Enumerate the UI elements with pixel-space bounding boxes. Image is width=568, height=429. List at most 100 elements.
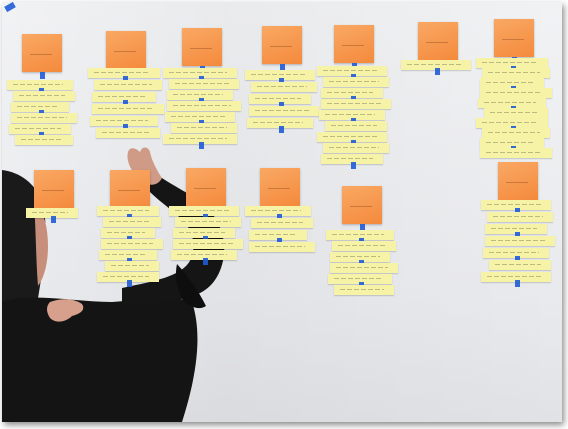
note-strip [251,218,313,228]
handwriting-mark [268,182,290,189]
note-strip [249,230,307,240]
note-strip [94,80,162,90]
note-strip [97,272,159,282]
note-strip [163,68,237,78]
note-strip [321,88,383,98]
tape-piece [277,214,282,221]
sticky-note [418,22,458,60]
handwriting-mark [342,39,364,46]
note-strip [485,236,555,246]
note-strip [325,121,387,131]
note-strip [101,228,155,238]
note-strip [326,230,394,240]
note-strip [481,200,551,210]
photo-frame [2,2,562,422]
sticky-note [262,26,302,64]
note-strip [245,206,311,216]
tape-piece [360,224,365,231]
tape-piece [123,76,128,83]
note-strip [171,250,237,260]
handwriting-mark [42,184,64,191]
note-strip [480,78,544,88]
sleeve-shadow [175,264,206,309]
note-strip [330,263,398,273]
note-strip [101,239,163,249]
note-strip [167,90,233,100]
handwriting-mark [350,200,372,207]
note-strip [99,250,157,260]
sticky-note [110,170,150,208]
lower-hand [47,299,84,322]
handwriting-mark [114,45,136,52]
handwriting-mark [190,42,212,49]
tape-piece [351,162,356,169]
note-strip [7,80,73,90]
tape-piece [280,64,285,71]
note-strip [92,104,164,114]
note-strip [321,154,383,164]
tape-piece [515,208,520,215]
handwriting-mark [30,48,52,55]
note-strip [247,118,313,128]
note-strip [487,212,553,222]
note-strip [163,134,237,144]
note-strip [90,116,158,126]
handwriting-mark [426,36,448,43]
tape-piece [515,232,520,239]
handwriting-mark [194,182,216,189]
note-strip [173,239,243,249]
handwriting-mark [506,176,528,183]
note-strip [249,106,319,116]
note-strip [476,118,548,128]
person-illustration [2,147,225,422]
note-strip [88,68,160,78]
note-strip [330,252,390,262]
note-strip [13,91,75,101]
note-strip [323,77,389,87]
note-strip [11,113,77,123]
note-strip [249,242,315,252]
note-strip [480,88,552,98]
sticky-note [186,168,226,206]
note-strip [334,285,394,295]
tape-piece [279,102,284,109]
sticky-note [334,25,374,63]
note-strip [480,148,552,158]
sticky-note [34,170,74,208]
tape-piece [279,78,284,85]
tape-piece [51,216,56,223]
note-strip [489,260,551,270]
note-strip [165,112,235,122]
note-strip [478,98,546,108]
note-strip [484,108,548,118]
note-strip [15,135,73,145]
sticky-note [342,186,382,224]
sticky-note [494,19,534,57]
tape-piece [515,280,520,287]
note-strip [9,124,71,134]
tape-piece [40,72,45,79]
note-strip [169,206,239,216]
note-strip [317,132,387,142]
note-strip [173,228,235,238]
note-strip [483,248,549,258]
note-strip [103,217,161,227]
note-strip [97,206,159,216]
handwriting-mark [270,40,292,47]
note-strip [26,208,78,218]
tape-piece [279,126,284,133]
note-strip [319,110,385,120]
tape-piece [123,100,128,107]
note-strip [175,217,241,227]
tape-piece [123,124,128,131]
note-strip [401,60,471,70]
tape-piece [515,256,520,263]
sticky-note [106,31,146,69]
note-strip [92,92,156,102]
tape-piece [435,68,440,75]
note-strip [323,143,389,153]
note-strip [332,241,396,251]
tape-piece [127,280,132,287]
sticky-note [22,34,62,72]
note-strip [167,101,241,111]
